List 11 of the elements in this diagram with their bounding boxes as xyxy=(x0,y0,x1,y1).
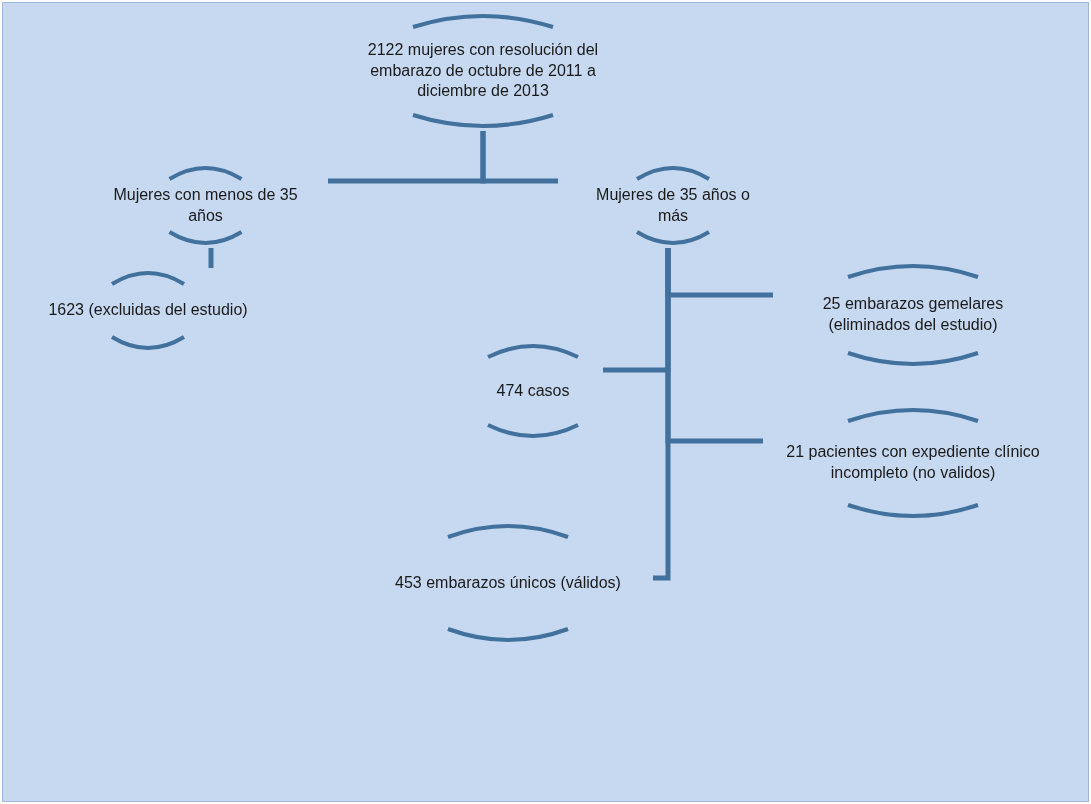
node-label: 2122 mujeres con resolución del embarazo de octubre de 2011 a diciembre de 2013 xyxy=(366,39,600,102)
connector-line xyxy=(653,248,671,581)
connector-line xyxy=(480,131,558,184)
node-label: 474 casos xyxy=(495,380,571,401)
node-label: 453 embarazos únicos (válidos) xyxy=(394,572,622,593)
node-label: 1623 (excluidas del estudio) xyxy=(47,300,249,321)
node-label: 21 pacientes con expediente clínico incompleto (no validos) xyxy=(785,442,1041,483)
node-label: Mujeres con menos de 35 años xyxy=(112,184,299,226)
node-label: Mujeres de 35 años o más xyxy=(595,184,751,226)
node-label: 25 embarazos gemelares (eliminados del estudio) xyxy=(821,294,1005,335)
connector-line xyxy=(208,248,214,268)
